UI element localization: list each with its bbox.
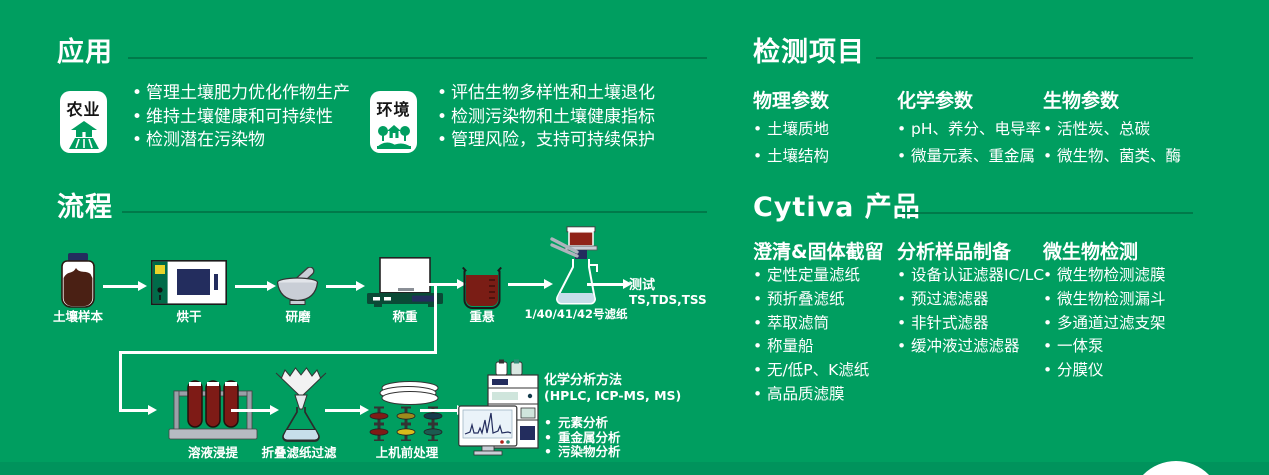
agriculture-badge: 农业 [60, 91, 107, 153]
clarification-item: 预折叠滤纸 [753, 288, 869, 312]
chemical-analysis-block: 化学分析方法 (HPLC, ICP-MS, MS) 元素分析 重金属分析 污染物… [544, 369, 681, 460]
chemical-params-heading: 化学参数 [897, 90, 974, 112]
branch-line-vertical [434, 284, 437, 354]
arrow-right-icon [326, 280, 365, 291]
microbial-item: 微生物检测漏斗 [1043, 288, 1166, 312]
arrow-right-icon [231, 404, 279, 415]
biological-param: 微生物、菌类、酶 [1043, 143, 1181, 170]
clarification-item: 称量船 [753, 335, 869, 359]
chemical-analysis-item: 污染物分析 [544, 444, 681, 460]
chemical-analysis-subtitle: (HPLC, ICP-MS, MS) [544, 388, 682, 403]
microbial-item: 一体泵 [1043, 335, 1166, 359]
clarification-item: 定性定量滤纸 [753, 264, 869, 288]
flow-step-label: 溶液浸提 [187, 445, 239, 460]
applications-rule [128, 57, 707, 59]
arrow-right-icon [325, 404, 369, 415]
test-result-line1: 测试 [629, 278, 656, 293]
test-tube-rack-icon [166, 377, 260, 447]
chemical-analysis-item: 元素分析 [544, 415, 681, 431]
chemical-param: 微量元素、重金属 [897, 143, 1041, 170]
landscape-icon [376, 120, 411, 154]
clarification-item: 萃取滤筒 [753, 312, 869, 336]
microbial-list: 微生物检测滤膜 微生物检测漏斗 多通道过滤支架 一体泵 分膜仪 [1043, 264, 1166, 383]
microbial-heading: 微生物检测 [1043, 241, 1139, 263]
sample-prep-list: 设备认证滤器IC/LC 预过滤滤器 非针式滤器 缓冲液过滤滤器 [897, 264, 1044, 359]
arrow-right-icon [103, 280, 147, 291]
environment-bullet: 检测污染物和土壤健康指标 [437, 106, 655, 130]
microbial-item: 分膜仪 [1043, 359, 1166, 383]
flow-step-label: 上机前处理 [375, 445, 439, 460]
sample-prep-item: 非针式滤器 [897, 312, 1044, 336]
clarification-item: 高品质滤膜 [753, 383, 869, 407]
process-title: 流程 [57, 192, 113, 223]
flow-step-label: 重悬 [469, 309, 495, 324]
balance-scale-icon [365, 257, 445, 311]
physical-params-heading: 物理参数 [753, 90, 830, 112]
folded-filter-funnel-icon [274, 367, 328, 449]
sample-prep-item: 设备认证滤器IC/LC [897, 264, 1044, 288]
clarification-heading: 澄清&固体截留 [753, 241, 884, 263]
flow-step-label: 土壤样本 [52, 309, 104, 324]
agriculture-bullet: 管理土壤肥力优化作物生产 [132, 82, 350, 106]
agriculture-bullet: 维持土壤健康和可持续性 [132, 106, 350, 130]
sample-prep-item: 预过滤滤器 [897, 288, 1044, 312]
products-rule [900, 212, 1193, 214]
arrow-right-icon [587, 278, 632, 289]
sample-prep-heading: 分析样品制备 [897, 241, 1012, 263]
arrow-right-icon [417, 278, 466, 289]
physical-param: 土壤质地 [753, 116, 829, 143]
environment-badge: 环境 [370, 91, 417, 153]
branch-line-horizontal [119, 351, 437, 354]
biological-params-heading: 生物参数 [1043, 90, 1120, 112]
sample-prep-item: 缓冲液过滤滤器 [897, 335, 1044, 359]
chemical-param: pH、养分、电导率 [897, 116, 1041, 143]
biological-params-list: 活性炭、总碳 微生物、菌类、酶 [1043, 116, 1181, 170]
agriculture-bullet-list: 管理土壤肥力优化作物生产 维持土壤健康和可持续性 检测潜在污染物 [132, 82, 350, 153]
arrow-right-icon [235, 280, 276, 291]
agriculture-bullet: 检测潜在污染物 [132, 129, 350, 153]
agriculture-badge-label: 农业 [66, 100, 101, 119]
clarification-list: 定性定量滤纸 预折叠滤纸 萃取滤筒 称量船 无/低P、K滤纸 高品质滤膜 [753, 264, 869, 407]
arrow-right-icon [119, 404, 157, 415]
test-result-block: 测试 TS,TDS,TSS [629, 274, 707, 307]
bottom-bar [0, 462, 1269, 475]
drying-oven-icon [151, 260, 228, 309]
test-items-rule [876, 57, 1193, 59]
chemical-analysis-item: 重金属分析 [544, 430, 681, 446]
physical-params-list: 土壤质地 土壤结构 [753, 116, 829, 170]
soil-jar-icon [61, 253, 95, 313]
microbial-item: 多通道过滤支架 [1043, 312, 1166, 336]
flow-step-label: 称重 [392, 309, 418, 324]
chemical-analysis-title: 化学分析方法 [544, 373, 623, 388]
arrow-right-icon [420, 404, 466, 415]
microbial-item: 微生物检测滤膜 [1043, 264, 1166, 288]
applications-title: 应用 [57, 37, 113, 68]
mortar-pestle-icon [276, 266, 320, 309]
arrow-right-icon [508, 278, 553, 289]
clarification-item: 无/低P、K滤纸 [753, 359, 869, 383]
environment-badge-label: 环境 [376, 100, 411, 119]
branch-line-vertical [119, 351, 122, 412]
environment-bullet-list: 评估生物多样性和土壤退化 检测污染物和土壤健康指标 管理风险，支持可持续保护 [437, 82, 655, 153]
chemical-params-list: pH、养分、电导率 微量元素、重金属 [897, 116, 1041, 170]
flow-step-label: 折叠滤纸过滤 [261, 445, 337, 460]
beaker-icon [462, 265, 502, 313]
plates-syringe-filters-icon [365, 379, 451, 445]
environment-bullet: 评估生物多样性和土壤退化 [437, 82, 655, 106]
hplc-instrument-icon [458, 359, 540, 461]
vacuum-filtration-icon [547, 226, 605, 314]
flow-step-label: 研磨 [285, 309, 311, 324]
test-items-title: 检测项目 [753, 37, 865, 68]
flow-step-label: 烘干 [176, 309, 202, 324]
flow-step-label: 1/40/41/42号滤纸 [524, 307, 628, 321]
chemical-analysis-list: 元素分析 重金属分析 污染物分析 [544, 415, 681, 460]
biological-param: 活性炭、总碳 [1043, 116, 1181, 143]
test-result-line2: TS,TDS,TSS [629, 293, 707, 307]
physical-param: 土壤结构 [753, 143, 829, 170]
process-rule [122, 211, 707, 213]
farm-icon [67, 120, 101, 154]
products-title: Cytiva 产品 [753, 192, 921, 223]
environment-bullet: 管理风险，支持可持续保护 [437, 129, 655, 153]
